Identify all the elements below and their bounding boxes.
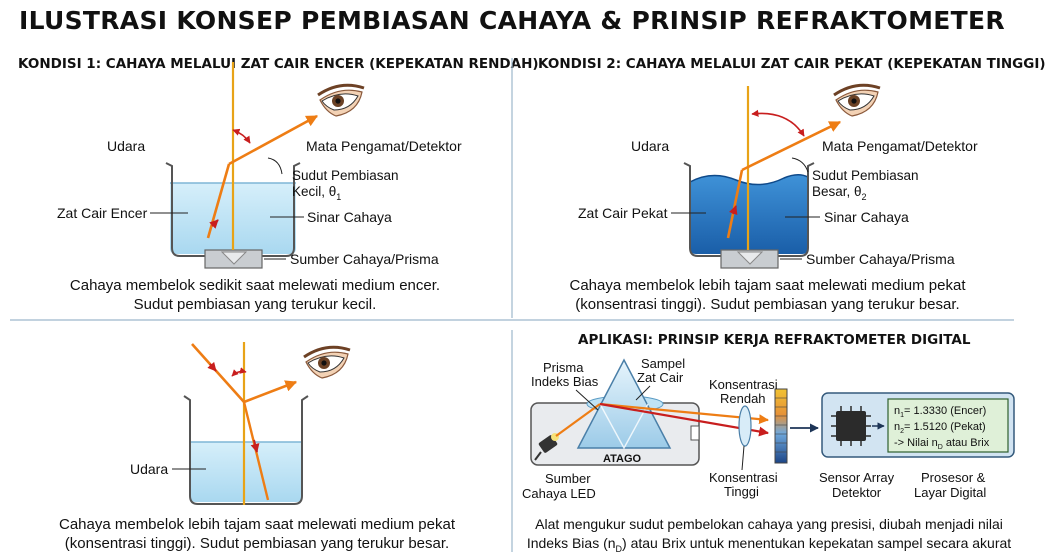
label-sample-2: Zat Cair	[637, 370, 684, 385]
chip-icon	[831, 406, 871, 446]
label-ray: Sinar Cahaya	[824, 209, 909, 225]
display-n1: n1= 1.3330 (Encer)	[894, 405, 986, 419]
label-prism-1: Prisma	[543, 360, 584, 375]
panel4-caption-line1: Alat mengukur sudut pembelokan cahaya ya…	[535, 516, 1003, 532]
label-low-1: Konsentrasi	[709, 377, 778, 392]
brand-label: ATAGO	[603, 453, 642, 465]
panel4-diagram: ATAGO	[522, 356, 1015, 501]
panel1-caption: Cahaya membelok sedikit saat melewati me…	[30, 276, 480, 314]
label-source: Sumber Cahaya/Prisma	[806, 251, 955, 267]
label-air: Udara	[107, 138, 145, 154]
label-ray: Sinar Cahaya	[307, 209, 392, 225]
panel3-caption: Cahaya membelok lebih tajam saat melewat…	[12, 515, 502, 553]
label-air: Udara	[130, 461, 168, 477]
panel1-caption-line1: Cahaya membelok sedikit saat melewati me…	[69, 277, 441, 294]
label-led-2: Cahaya LED	[522, 486, 596, 501]
label-sensor-2: Detektor	[832, 485, 882, 500]
panel2-diagram: Udara Mata Pengamat/Detektor Sudut Pembi…	[578, 83, 978, 269]
label-high-2: Tinggi	[724, 484, 759, 499]
led-beam	[555, 403, 601, 437]
sensor-array	[774, 388, 788, 464]
label-led-1: Sumber	[545, 471, 591, 486]
eye-icon	[303, 345, 351, 379]
label-angle-line2: Kecil, θ1	[292, 184, 341, 202]
incident-ray	[726, 169, 744, 239]
label-liquid: Zat Cair Encer	[57, 205, 148, 221]
panel1-heading: KONDISI 1: CAHAYA MELALUI ZAT CAIR ENCER…	[18, 56, 539, 72]
liquid	[190, 442, 302, 502]
label-sample-1: Sampel	[641, 356, 685, 371]
panel4-heading: APLIKASI: PRINSIP KERJA REFRAKTOMETER DI…	[578, 332, 971, 348]
label-prism-2: Indeks Bias	[531, 374, 599, 389]
label-source: Sumber Cahaya/Prisma	[290, 251, 439, 267]
label-liquid: Zat Cair Pekat	[578, 205, 668, 221]
label-observer: Mata Pengamat/Detektor	[822, 138, 978, 154]
beaker	[183, 395, 309, 505]
eye-icon	[317, 83, 365, 117]
panel4-caption-line2: Indeks Bias (nD) atau Brix untuk menentu…	[526, 535, 1012, 554]
label-proc-2: Layar Digital	[914, 485, 986, 500]
label-high-1: Konsentrasi	[709, 470, 778, 485]
label-observer: Mata Pengamat/Detektor	[306, 138, 462, 154]
eye-icon	[833, 83, 881, 117]
panel2-caption-line1: Cahaya membelok lebih tajam saat melewat…	[569, 277, 966, 294]
angle-arrow	[232, 128, 251, 144]
refracted-ray	[228, 114, 319, 166]
panel4-caption: Alat mengukur sudut pembelokan cahaya ya…	[518, 515, 1020, 559]
angle-arrow	[751, 109, 805, 137]
led-icon	[534, 433, 559, 461]
refracted-ray	[741, 120, 842, 172]
label-sensor-1: Sensor Array	[819, 470, 895, 485]
panel1-diagram: Udara Mata Pengamat/Detektor Sudut Pembi…	[57, 62, 462, 269]
panel1-caption-line2: Sudut pembiasan yang terukur kecil.	[133, 296, 377, 313]
panel3-caption-line1: Cahaya membelok lebih tajam saat melewat…	[58, 516, 456, 533]
digital-display	[887, 398, 1009, 453]
label-low-2: Rendah	[720, 391, 766, 406]
main-title: ILUSTRASI KONSEP PEMBIASAN CAHAYA & PRIN…	[19, 6, 1005, 35]
incident-ray	[191, 343, 245, 403]
display-n2: n2= 1.5120 (Pekat)	[894, 421, 986, 435]
reflected-ray	[243, 380, 298, 404]
label-angle-line1: Sudut Pembiasan	[292, 168, 399, 183]
diagram-canvas: Udara Mata Pengamat/Detektor Sudut Pembi…	[10, 58, 1015, 552]
panel2-caption: Cahaya membelok lebih tajam saat melewat…	[530, 276, 1005, 314]
label-air: Udara	[631, 138, 669, 154]
panel3-caption-line2: (konsentrasi tinggi). Sudut pembiasan ya…	[64, 535, 450, 552]
panel3-diagram: Udara	[130, 342, 351, 505]
display-n3: -> Nilai nD atau Brix	[894, 437, 990, 451]
label-angle-line1: Sudut Pembiasan	[812, 168, 919, 183]
label-proc-1: Prosesor &	[921, 470, 986, 485]
panel2-heading: KONDISI 2: CAHAYA MELALUI ZAT CAIR PEKAT…	[538, 56, 1046, 72]
lens	[738, 405, 752, 447]
label-angle-line2: Besar, θ2	[812, 184, 867, 202]
panel2-caption-line2: (konsentrasi tinggi). Sudut pembiasan ya…	[575, 296, 960, 313]
